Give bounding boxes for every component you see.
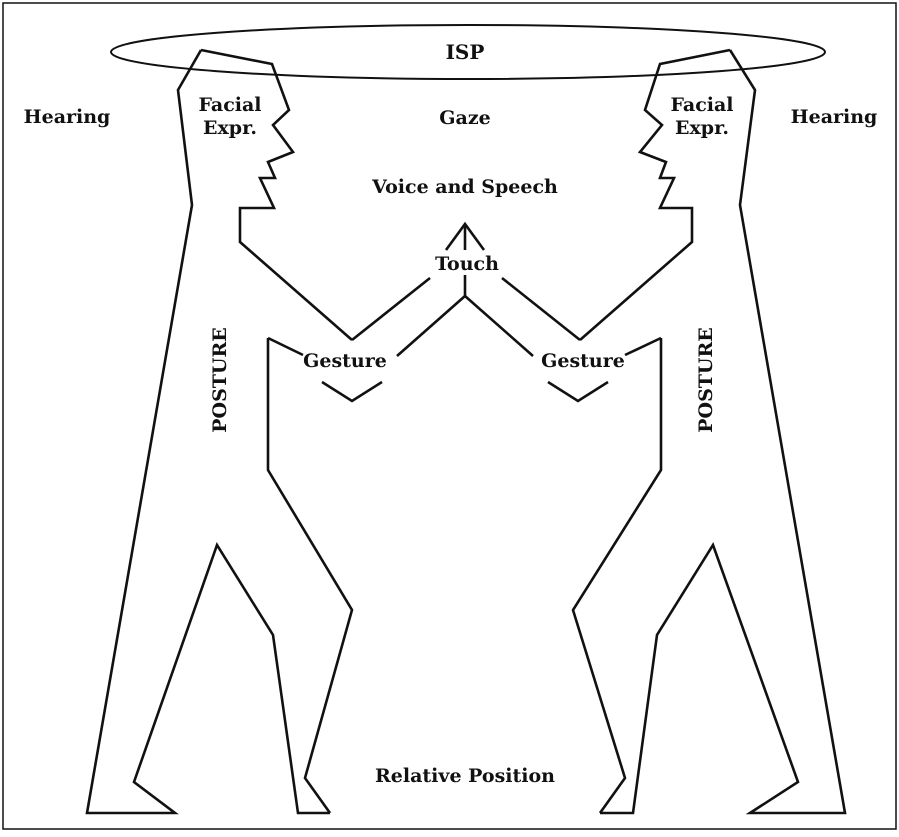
right-upper-arm (501, 276, 581, 342)
gaze-label: Gaze (439, 107, 490, 129)
right-forearm (464, 295, 534, 357)
left-gesture-hand (267, 336, 304, 357)
voice-speech-label: Voice and Speech (371, 176, 558, 198)
facial-right-label-1: Facial (670, 94, 733, 116)
relative-position-label: Relative Position (375, 765, 555, 787)
left-upper-arm (351, 276, 431, 342)
right-figure-torso (571, 338, 663, 814)
hearing-left-label: Hearing (24, 106, 111, 128)
right-figure-outline (579, 48, 731, 341)
hearing-right-label: Hearing (791, 106, 878, 128)
left-figure-torso (266, 338, 354, 814)
gesture-left-label: Gesture (303, 350, 387, 372)
left-figure-back (85, 49, 330, 815)
touch-label: Touch (435, 253, 499, 275)
right-gesture-arm (547, 380, 609, 403)
gesture-right-label: Gesture (541, 350, 625, 372)
left-figure-outline (200, 48, 353, 341)
isp-label: ISP (446, 40, 485, 64)
left-forearm (396, 295, 466, 357)
right-figure-back (600, 49, 847, 815)
facial-right-label-2: Expr. (675, 117, 729, 139)
right-gesture-hand (624, 336, 662, 357)
left-gesture-arm (321, 380, 383, 403)
isp-ellipse (110, 24, 826, 80)
facial-left-label-2: Expr. (203, 117, 257, 139)
facial-left-label-1: Facial (198, 94, 261, 116)
posture-left-label: POSTURE (209, 327, 231, 433)
posture-right-label: POSTURE (695, 327, 717, 433)
